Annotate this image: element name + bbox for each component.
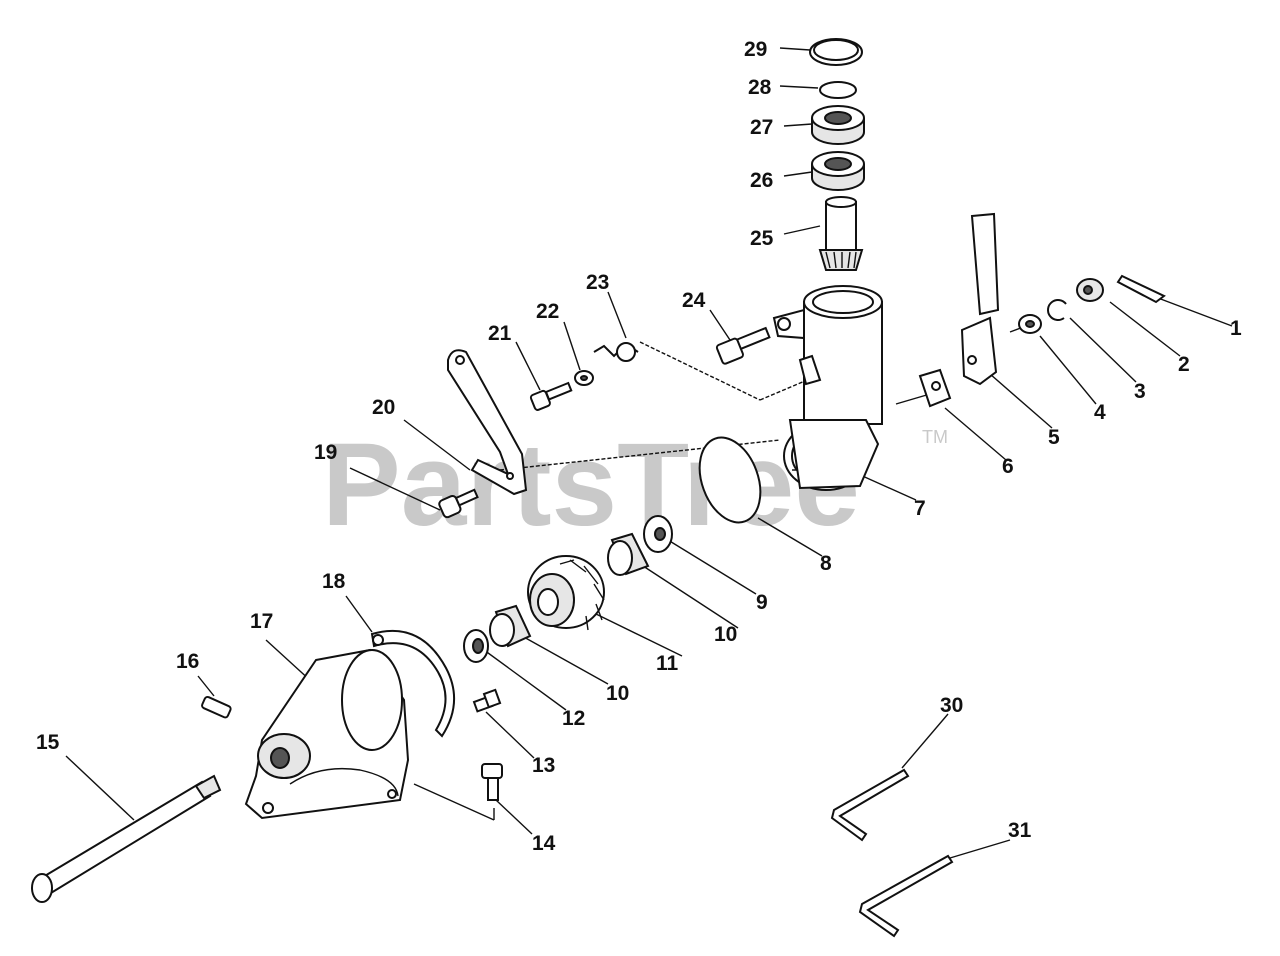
- callout-10-upper: 10: [714, 623, 737, 646]
- part-28-retaining-ring: [819, 81, 857, 99]
- part-17-gear-cover: [244, 648, 410, 820]
- callout-10-lower: 10: [606, 682, 629, 705]
- part-11-bevel-gear: [527, 555, 605, 631]
- callout-13: 13: [532, 754, 555, 777]
- part-13-screw: [472, 688, 502, 713]
- callout-17: 17: [250, 610, 273, 633]
- part-4-washer: [1018, 314, 1042, 334]
- part-19-screw: [438, 488, 479, 519]
- callout-31: 31: [1008, 819, 1032, 842]
- part-31-hex-key: [858, 854, 954, 938]
- callout-8: 8: [820, 552, 832, 575]
- part-24-bolt: [715, 326, 771, 365]
- callout-24: 24: [682, 289, 706, 312]
- part-18-gasket: [370, 629, 456, 738]
- part-10-bushing-lower: [489, 604, 532, 648]
- callout-15: 15: [36, 731, 60, 754]
- callout-4: 4: [1094, 401, 1106, 424]
- callout-7: 7: [914, 497, 926, 520]
- part-10-bushing-upper: [607, 532, 650, 576]
- part-27-bearing: [811, 105, 865, 145]
- callout-2: 2: [1178, 353, 1190, 376]
- callout-28: 28: [748, 76, 772, 99]
- part-20-lever-bracket: [447, 349, 528, 496]
- part-7-gear-case: [772, 285, 883, 491]
- callout-19: 19: [314, 441, 337, 464]
- callout-3: 3: [1134, 380, 1146, 403]
- part-23-clip: [593, 342, 639, 362]
- part-15-shaft: [31, 774, 222, 903]
- callout-27: 27: [750, 116, 773, 139]
- part-5-lever: [960, 212, 1000, 386]
- callout-22: 22: [536, 300, 559, 323]
- callout-9: 9: [756, 591, 768, 614]
- callout-5: 5: [1048, 426, 1060, 449]
- callout-30: 30: [940, 694, 963, 717]
- part-12-washer: [463, 629, 489, 663]
- watermark-trademark: TM: [922, 427, 948, 447]
- callout-16: 16: [176, 650, 199, 673]
- part-6-plate: [918, 368, 952, 408]
- part-30-hex-key: [830, 768, 910, 842]
- callout-25: 25: [750, 227, 774, 250]
- part-29-snap-ring: [809, 38, 863, 66]
- part-16-grease-fitting: [201, 695, 232, 719]
- part-25-pinion-gear: [818, 196, 864, 271]
- callout-26: 26: [750, 169, 773, 192]
- callout-6: 6: [1002, 455, 1014, 478]
- part-14-screw: [481, 763, 503, 801]
- part-2-knob: [1076, 278, 1104, 302]
- callout-21: 21: [488, 322, 512, 345]
- callout-29: 29: [744, 38, 767, 61]
- part-9-washer: [643, 515, 673, 553]
- callout-20: 20: [372, 396, 395, 419]
- callout-11: 11: [656, 652, 679, 675]
- part-21-screw: [529, 381, 573, 411]
- callout-23: 23: [586, 271, 609, 294]
- part-8-o-ring: [698, 436, 762, 524]
- part-3-e-clip: [1047, 299, 1067, 321]
- part-22-washer: [574, 370, 594, 386]
- callout-12: 12: [562, 707, 585, 730]
- callout-labels: 1 2 3 4 5 6 7 8 9 10 10 11 12 13 14 15 1…: [36, 38, 1242, 855]
- part-1-cotter-pin: [1116, 274, 1166, 304]
- callout-14: 14: [532, 832, 556, 855]
- callout-18: 18: [322, 570, 346, 593]
- callout-1: 1: [1230, 317, 1242, 340]
- part-26-bearing: [811, 151, 865, 191]
